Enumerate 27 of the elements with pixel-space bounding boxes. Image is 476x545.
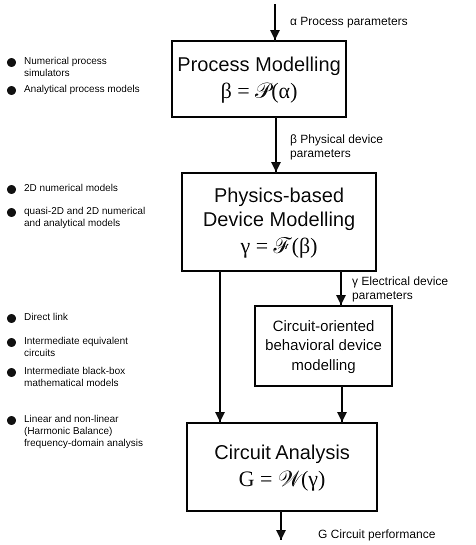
process-box — [181, 172, 377, 272]
edge-label: G Circuit performance — [318, 527, 436, 542]
bullet-text: quasi-2D and 2D numerical and analytical models — [24, 206, 146, 230]
process-box — [254, 305, 393, 387]
bullet-text: Intermediate equivalent circuits — [24, 336, 129, 360]
arrow — [336, 272, 346, 305]
process-box — [186, 422, 378, 512]
process-box — [171, 40, 347, 118]
box-title: Physics-based Device Modelling — [202, 184, 356, 232]
bullet-text: Direct link — [24, 312, 69, 324]
arrow — [271, 118, 281, 172]
bullet-text: Linear and non-linear (Harmonic Balance) frequency-domain analysis — [24, 414, 144, 450]
edge-label: α Process parameters — [290, 14, 408, 28]
arrow — [215, 272, 225, 422]
bullet-text: Numerical process simulators — [24, 56, 108, 80]
box-title: Process Modelling — [177, 52, 341, 77]
arrow — [337, 387, 347, 422]
arrow — [270, 4, 280, 40]
box-title: Circuit-oriented behavioral device modelling — [264, 316, 383, 376]
formula: γ = ℱ(β) — [240, 232, 318, 260]
formula: G = 𝒲(γ) — [238, 464, 326, 493]
box-title: Circuit Analysis — [214, 440, 350, 465]
arrow — [276, 512, 286, 540]
bullet-text: 2D numerical models — [24, 183, 119, 195]
bullet-text: Analytical process models — [24, 84, 141, 96]
bullet-text: Intermediate black-box mathematical models — [24, 366, 126, 390]
formula: β = 𝒫(α) — [220, 76, 298, 105]
